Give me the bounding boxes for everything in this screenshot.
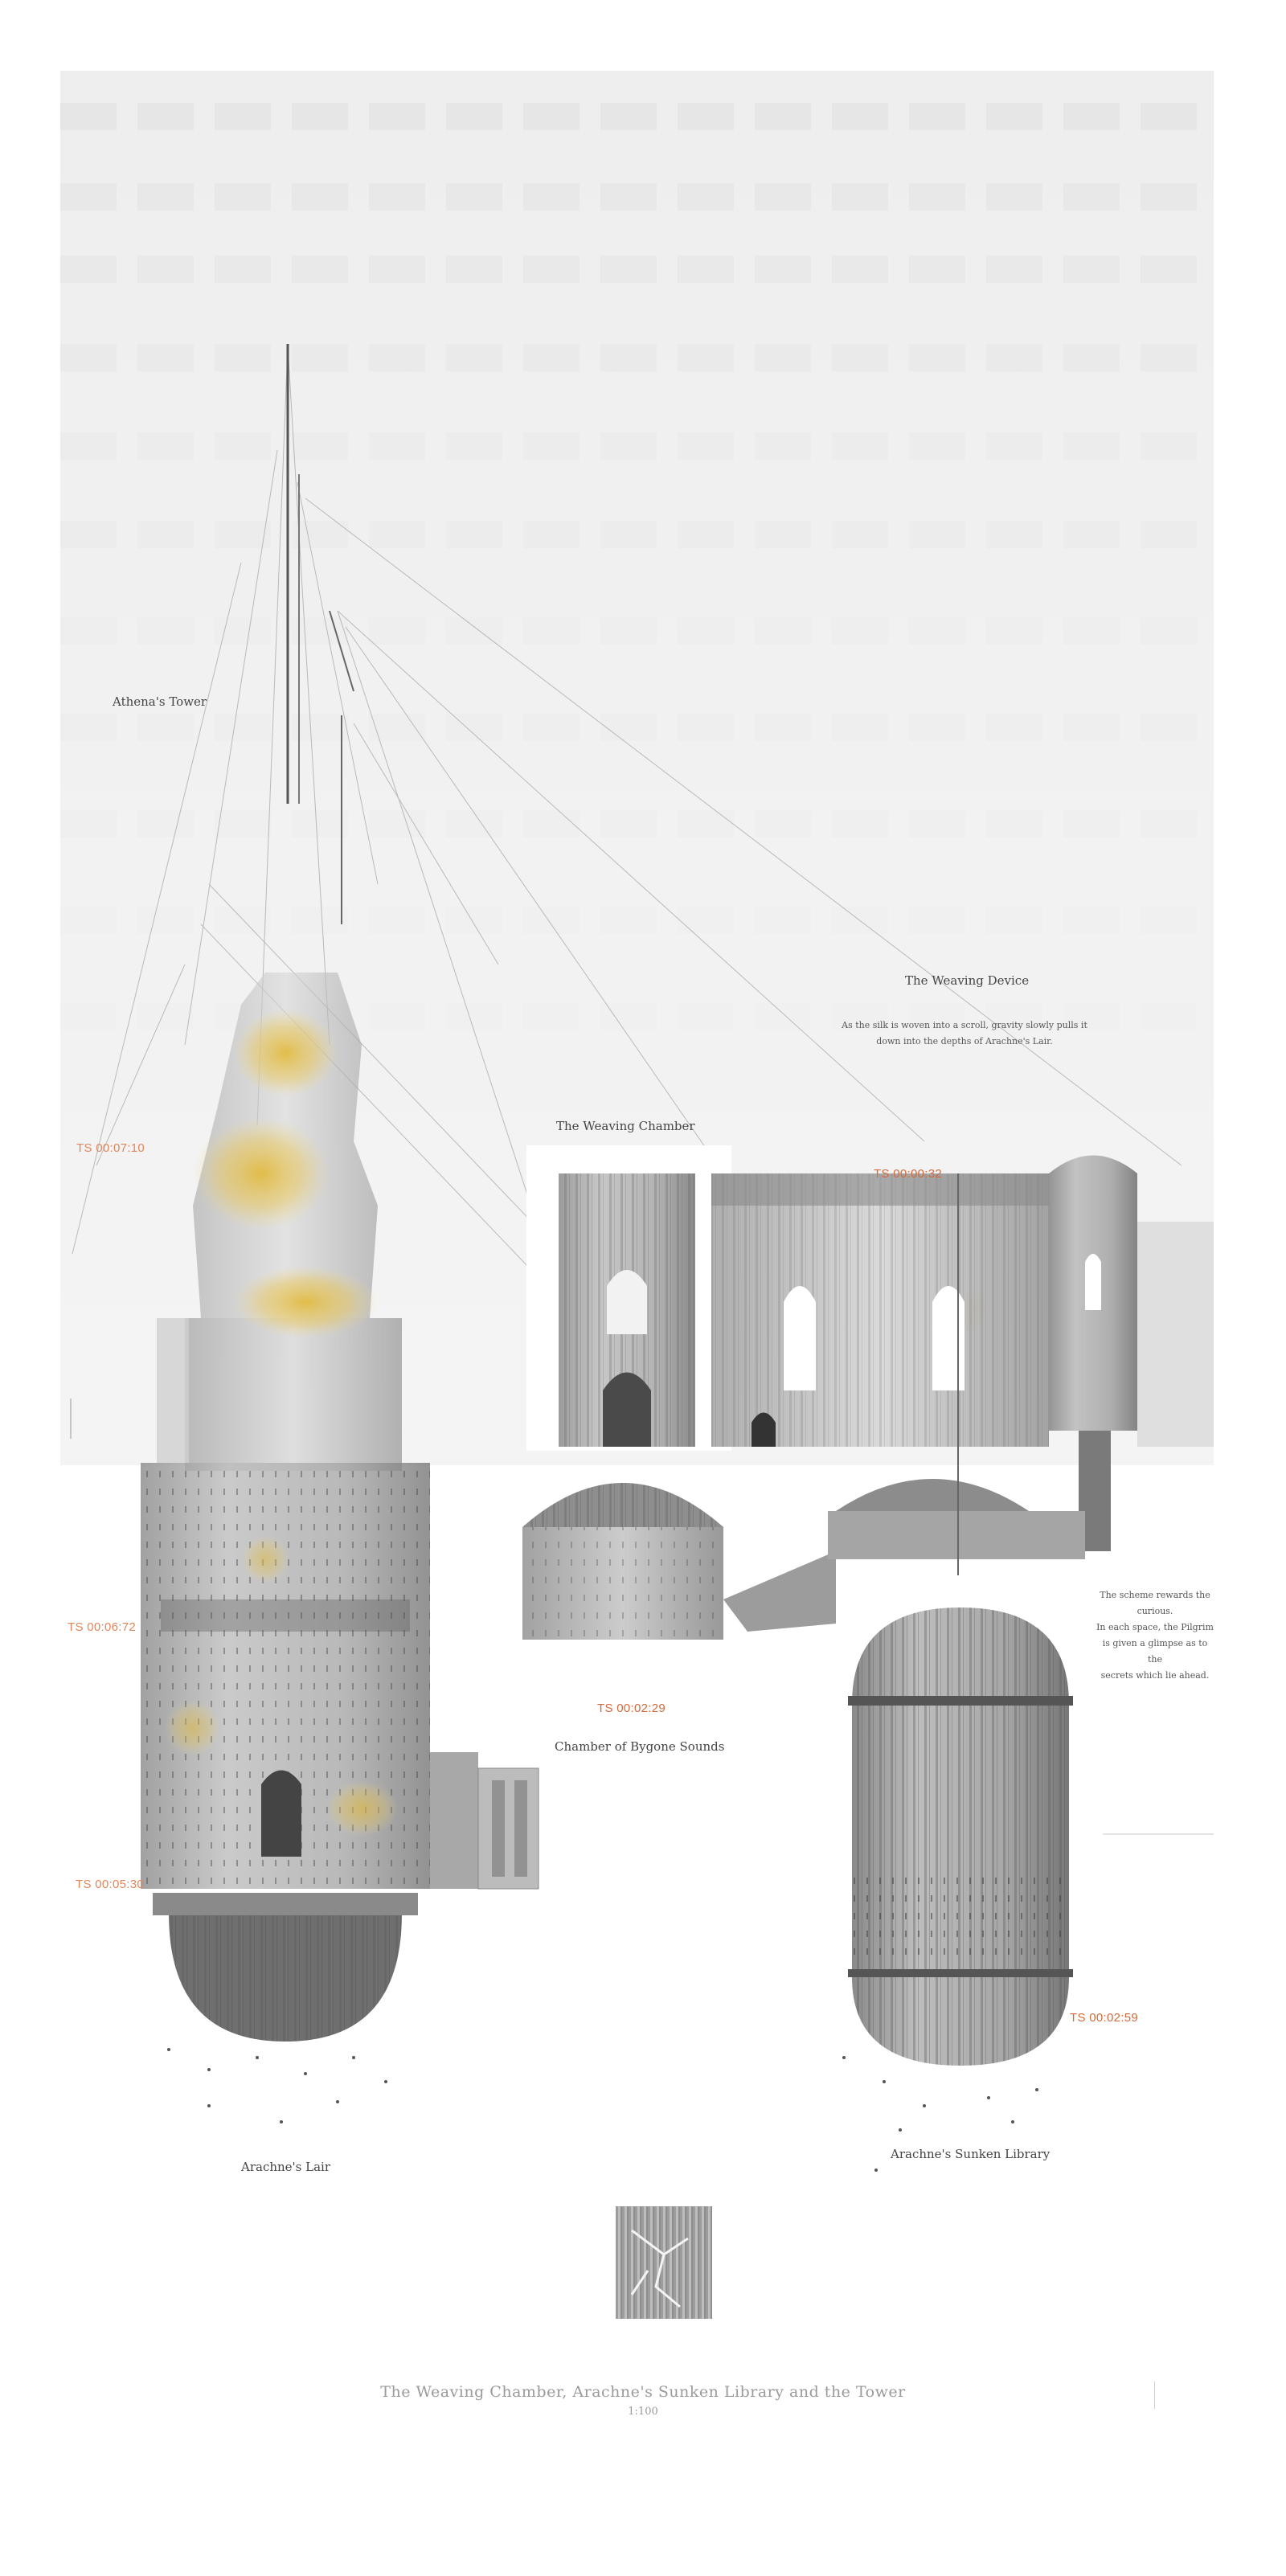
texture-band [60, 810, 1214, 838]
drawing-scale: 1:100 [628, 2406, 658, 2418]
tension-strings [72, 345, 1182, 1287]
note-line: The scheme rewards the [1100, 1590, 1210, 1600]
gold-leaf [165, 1009, 989, 1837]
note-line: curious. [1137, 1606, 1173, 1616]
timestamp-4: TS 00:02:29 [597, 1702, 666, 1715]
note-line: As the silk is woven into a scroll, grav… [842, 1020, 1087, 1030]
label-arachnes-lair: Arachne's Lair [241, 2160, 331, 2174]
thumbnail-figure [630, 2229, 689, 2308]
label-weaving-device: The Weaving Device [905, 973, 1030, 988]
footer-divider [1154, 2381, 1155, 2409]
texture-band [60, 714, 1214, 741]
label-sunken-library: Arachne's Sunken Library [891, 2147, 1051, 2161]
arachnes-lair-tower [141, 1318, 539, 2042]
hanging-droplets [167, 2048, 1038, 2172]
texture-band [60, 521, 1214, 548]
label-athenas-tower: Athena's Tower [113, 694, 207, 709]
drawing-title: The Weaving Chamber, Arachne's Sunken Li… [380, 2383, 906, 2401]
key-thumbnail [616, 2206, 712, 2319]
timestamp-3: TS 00:06:72 [68, 1620, 137, 1634]
timestamp-1: TS 00:07:10 [76, 1141, 145, 1155]
note-scheme: The scheme rewards the curious. In each … [1095, 1587, 1215, 1684]
note-line: secrets which lie ahead. [1100, 1670, 1210, 1681]
note-line: In each space, the Pilgrim [1096, 1622, 1214, 1632]
timestamp-2: TS 00:00:32 [874, 1167, 943, 1181]
note-line: is given a glimpse as to the [1102, 1638, 1208, 1665]
timestamp-5: TS 00:05:30 [76, 1878, 145, 1891]
chamber-of-bygone-sounds [522, 1479, 1085, 1640]
timestamp-6: TS 00:02:59 [1070, 2011, 1139, 2025]
texture-band [60, 103, 1214, 130]
texture-band [60, 432, 1214, 460]
sunken-library-capsule [848, 1173, 1073, 2066]
note-line: down into the depths of Arachne's Lair. [876, 1036, 1053, 1046]
label-chamber-bygone-sounds: Chamber of Bygone Sounds [555, 1739, 725, 1754]
texture-band [60, 256, 1214, 283]
texture-band [60, 183, 1214, 211]
texture-band [60, 617, 1214, 645]
note-weaving-device: As the silk is woven into a scroll, grav… [836, 1018, 1093, 1050]
texture-band [60, 344, 1214, 371]
label-weaving-chamber: The Weaving Chamber [556, 1119, 695, 1133]
weaving-chamber-section [526, 1145, 1214, 1551]
